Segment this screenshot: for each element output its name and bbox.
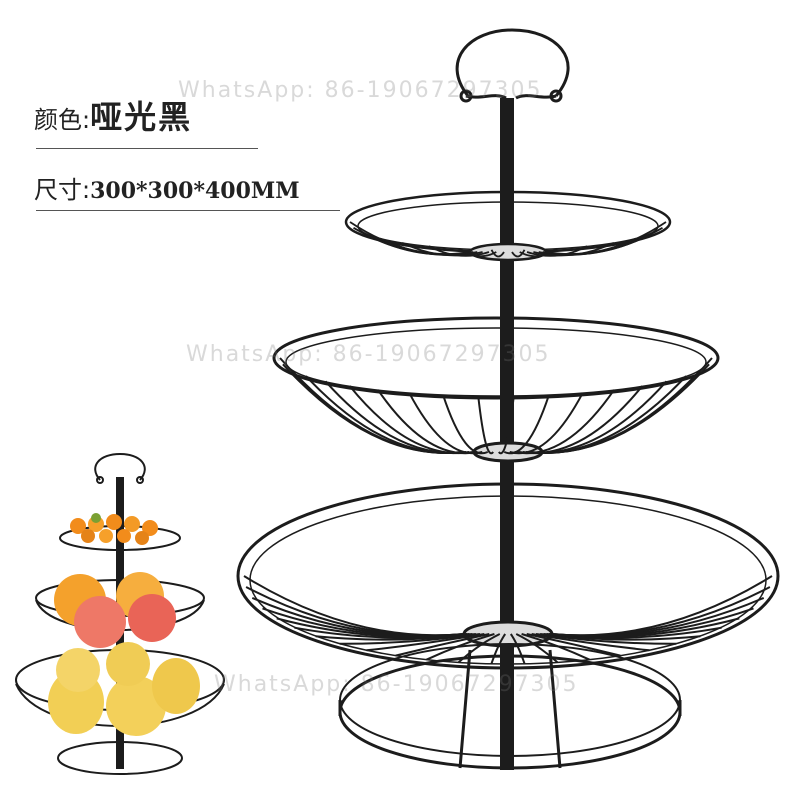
basket-wire — [339, 633, 481, 645]
top-tier-wires — [349, 221, 667, 258]
basket-wire — [526, 633, 621, 657]
middle-tier-wires — [279, 357, 713, 455]
basket-wire — [279, 357, 463, 454]
basket-wire — [550, 596, 765, 637]
bottom-tier-wires — [243, 575, 773, 665]
basket-wire — [551, 586, 771, 637]
basket-wire — [401, 241, 483, 257]
basket-wire — [477, 395, 494, 455]
basket-wire — [545, 221, 667, 255]
divider — [36, 148, 258, 149]
basket-wire — [498, 395, 515, 455]
basket-wire — [490, 249, 505, 258]
size-value: 300*300*400MM — [90, 178, 300, 204]
basket-wire — [395, 633, 490, 657]
color-label: 颜色: — [34, 106, 91, 134]
basket-wire — [511, 249, 526, 258]
basket-wire — [366, 633, 485, 652]
basket-wire — [519, 247, 558, 258]
center-pole — [500, 98, 514, 770]
basket-wire — [408, 392, 483, 455]
basket-wire — [245, 586, 465, 637]
color-spec: 颜色: 哑光黑 — [34, 92, 192, 138]
handle-arch — [455, 28, 570, 97]
middle-tier-basket — [272, 316, 720, 463]
basket-wire — [509, 633, 526, 665]
basket-wire — [442, 394, 489, 455]
basket-wire — [515, 633, 559, 664]
basket-wire — [551, 575, 773, 637]
basket-wire — [503, 394, 550, 455]
preview-fruits — [48, 513, 200, 736]
basket-wire — [529, 357, 713, 454]
basket-wire — [251, 596, 466, 637]
size-spec: 尺寸: 300*300*400MM — [34, 170, 300, 205]
basket-wire — [428, 245, 490, 257]
base-ring — [338, 643, 682, 770]
divider — [36, 210, 340, 211]
basket-wire — [490, 633, 507, 665]
size-label: 尺寸: — [34, 176, 91, 204]
color-value: 哑光黑 — [90, 98, 193, 136]
top-tier-basket — [344, 190, 672, 262]
